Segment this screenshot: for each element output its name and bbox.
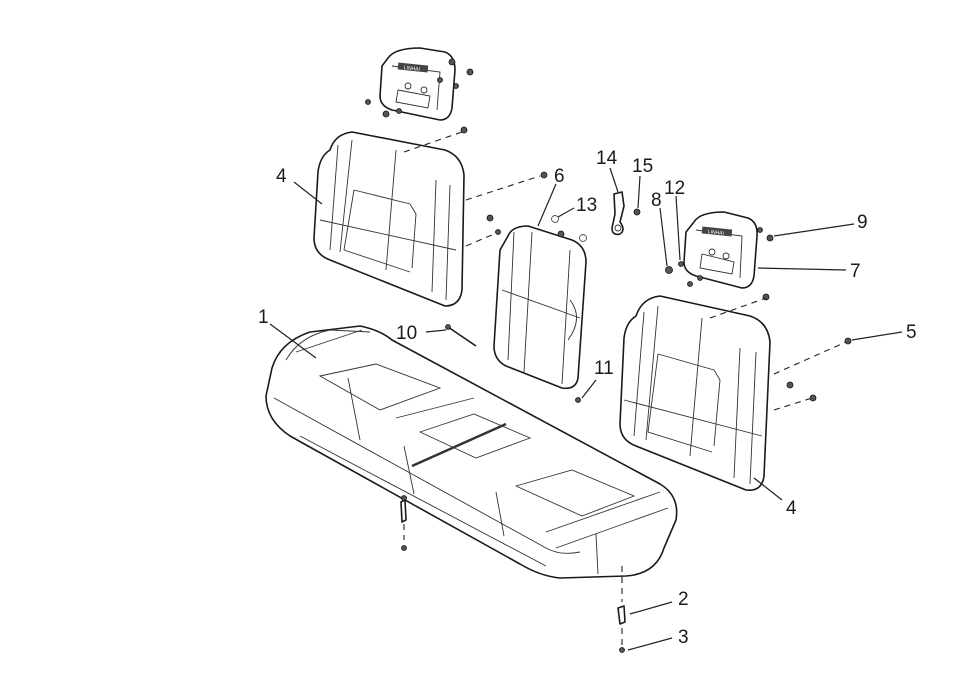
leader-15 bbox=[637, 175, 641, 209]
leader-2 bbox=[629, 601, 673, 615]
callout-9: 9 bbox=[857, 212, 868, 233]
callout-5: 5 bbox=[906, 322, 917, 343]
seat-back-left bbox=[313, 131, 465, 307]
leader-12 bbox=[675, 195, 681, 261]
callout-8: 8 bbox=[651, 190, 662, 211]
seat-bottom bbox=[265, 325, 678, 579]
callout-12: 12 bbox=[664, 178, 685, 199]
callout-3: 3 bbox=[678, 627, 689, 648]
dashed-guide-back-left-lower bbox=[465, 233, 495, 247]
leader-11 bbox=[581, 379, 597, 399]
headrest-left-logo: LINHAI bbox=[403, 65, 420, 73]
bolt-5 bbox=[844, 337, 852, 345]
leader-10 bbox=[425, 329, 447, 333]
armrest-center bbox=[493, 225, 587, 390]
headrest-right-hardware bbox=[687, 227, 774, 301]
bolt-back-left-lower bbox=[495, 229, 501, 235]
seat-back-right bbox=[619, 295, 771, 492]
bolt-back-right-lower bbox=[809, 394, 817, 402]
callout-11: 11 bbox=[594, 358, 614, 379]
leader-4-right bbox=[753, 477, 783, 501]
nut-8 bbox=[665, 266, 673, 274]
callout-15: 15 bbox=[632, 156, 653, 177]
callout-7: 7 bbox=[850, 261, 861, 282]
pin-10 bbox=[445, 324, 477, 347]
bolt-back-left-upper bbox=[540, 171, 548, 179]
headrest-left: LINHAI bbox=[379, 47, 456, 121]
callout-2: 2 bbox=[678, 589, 689, 610]
headrest-left-hardware bbox=[365, 58, 474, 134]
washer-13-b bbox=[579, 234, 587, 242]
leader-7 bbox=[757, 267, 847, 271]
screw-15 bbox=[633, 208, 641, 216]
callout-4-left: 4 bbox=[276, 166, 287, 187]
callout-4-right: 4 bbox=[786, 498, 797, 519]
seat-bottom-mount-left bbox=[400, 495, 407, 551]
dashed-guide-back-right-lower bbox=[773, 397, 813, 411]
seat-bottom-mount-right bbox=[617, 566, 626, 653]
washer-13-a bbox=[551, 215, 559, 223]
washer-12 bbox=[678, 261, 684, 267]
leader-13 bbox=[557, 207, 575, 218]
callout-10: 10 bbox=[396, 323, 417, 344]
clip-11 bbox=[575, 397, 581, 403]
leader-6 bbox=[537, 183, 557, 227]
dashed-guide-back-right-upper bbox=[773, 341, 847, 375]
bolt-back-left-mid bbox=[486, 214, 494, 222]
bolt-back-right-mid bbox=[786, 381, 794, 389]
leader-3 bbox=[627, 637, 673, 651]
leader-1 bbox=[269, 323, 317, 359]
leader-5 bbox=[851, 331, 903, 341]
leader-14 bbox=[609, 167, 619, 193]
leader-8 bbox=[659, 207, 668, 267]
dashed-guide-back-left-upper bbox=[465, 175, 541, 201]
latch-14 bbox=[611, 191, 625, 236]
dashed-guide-headrest-to-back-right bbox=[709, 297, 767, 319]
armrest-bolt bbox=[557, 230, 565, 238]
leader-4-left bbox=[293, 181, 323, 205]
headrest-right: LINHAI bbox=[683, 211, 758, 289]
callout-6: 6 bbox=[554, 166, 565, 187]
leader-9 bbox=[773, 223, 855, 237]
callout-13: 13 bbox=[576, 195, 597, 216]
callout-1: 1 bbox=[258, 307, 269, 328]
callout-14: 14 bbox=[596, 148, 618, 169]
headrest-right-logo: LINHAI bbox=[707, 229, 724, 237]
